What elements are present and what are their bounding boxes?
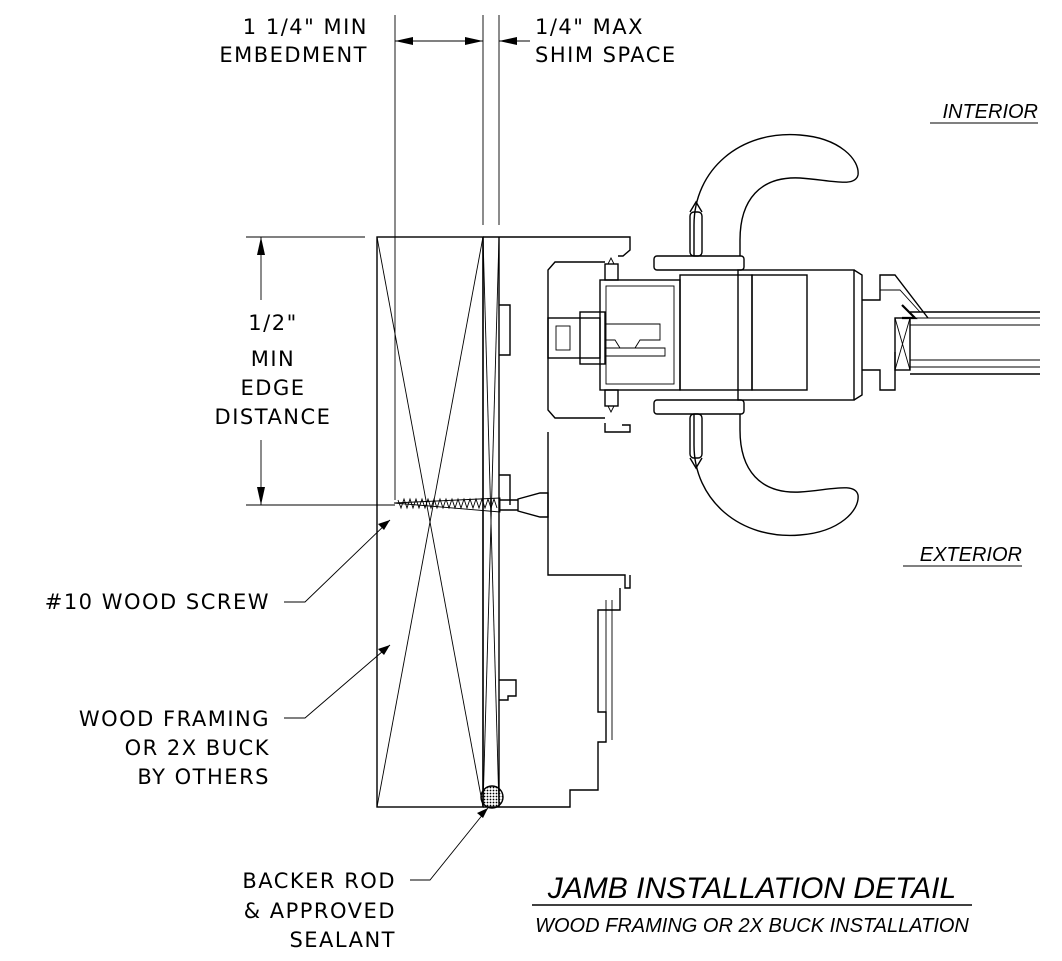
frame-extrusion	[483, 236, 631, 808]
framing-label-line1: WOOD FRAMING	[79, 707, 270, 731]
wood-framing-section	[376, 236, 484, 808]
hatched-cores	[679, 274, 808, 391]
drawing-title: JAMB INSTALLATION DETAIL	[547, 872, 956, 905]
shim-label-line1: 1/4" MAX	[535, 15, 644, 39]
backer-rod	[480, 785, 504, 809]
backer-label-line2: & APPROVED	[244, 899, 396, 923]
edge-distance-dimension	[246, 236, 395, 506]
backer-label-line3: SEALANT	[289, 928, 396, 952]
title-block: JAMB INSTALLATION DETAIL WOOD FRAMING OR…	[532, 872, 972, 937]
shim-label-line2: SHIM SPACE	[535, 43, 677, 67]
side-labels: INTERIOR EXTERIOR	[903, 101, 1038, 567]
framing-label-line2: OR 2X BUCK	[125, 736, 270, 760]
edge-label-line2: MIN	[251, 347, 296, 371]
embedment-label-line1: 1 1/4" MIN	[243, 15, 368, 39]
leader-lines	[284, 519, 489, 881]
handle-upper	[689, 133, 859, 257]
wood-screw	[393, 492, 549, 518]
embedment-label-line2: EMBEDMENT	[219, 43, 368, 67]
shim-space	[482, 236, 500, 808]
screw-label: #10 WOOD SCREW	[45, 590, 270, 614]
glazing	[862, 274, 1040, 391]
exterior-label: EXTERIOR	[920, 544, 1022, 566]
edge-label-line1: 1/2"	[248, 311, 297, 335]
interior-label: INTERIOR	[942, 101, 1038, 123]
top-dimension-lines	[394, 15, 530, 237]
drawing-subtitle: WOOD FRAMING OR 2X BUCK INSTALLATION	[535, 915, 969, 937]
handle-lower	[689, 413, 859, 537]
dimension-labels: 1 1/4" MIN EMBEDMENT 1/4" MAX SHIM SPACE…	[45, 15, 677, 952]
edge-label-line4: DISTANCE	[215, 405, 332, 429]
framing-label-line3: BY OTHERS	[137, 765, 270, 789]
sash-section	[547, 255, 863, 415]
backer-label-line1: BACKER ROD	[242, 869, 396, 893]
edge-label-line3: EDGE	[241, 376, 306, 400]
